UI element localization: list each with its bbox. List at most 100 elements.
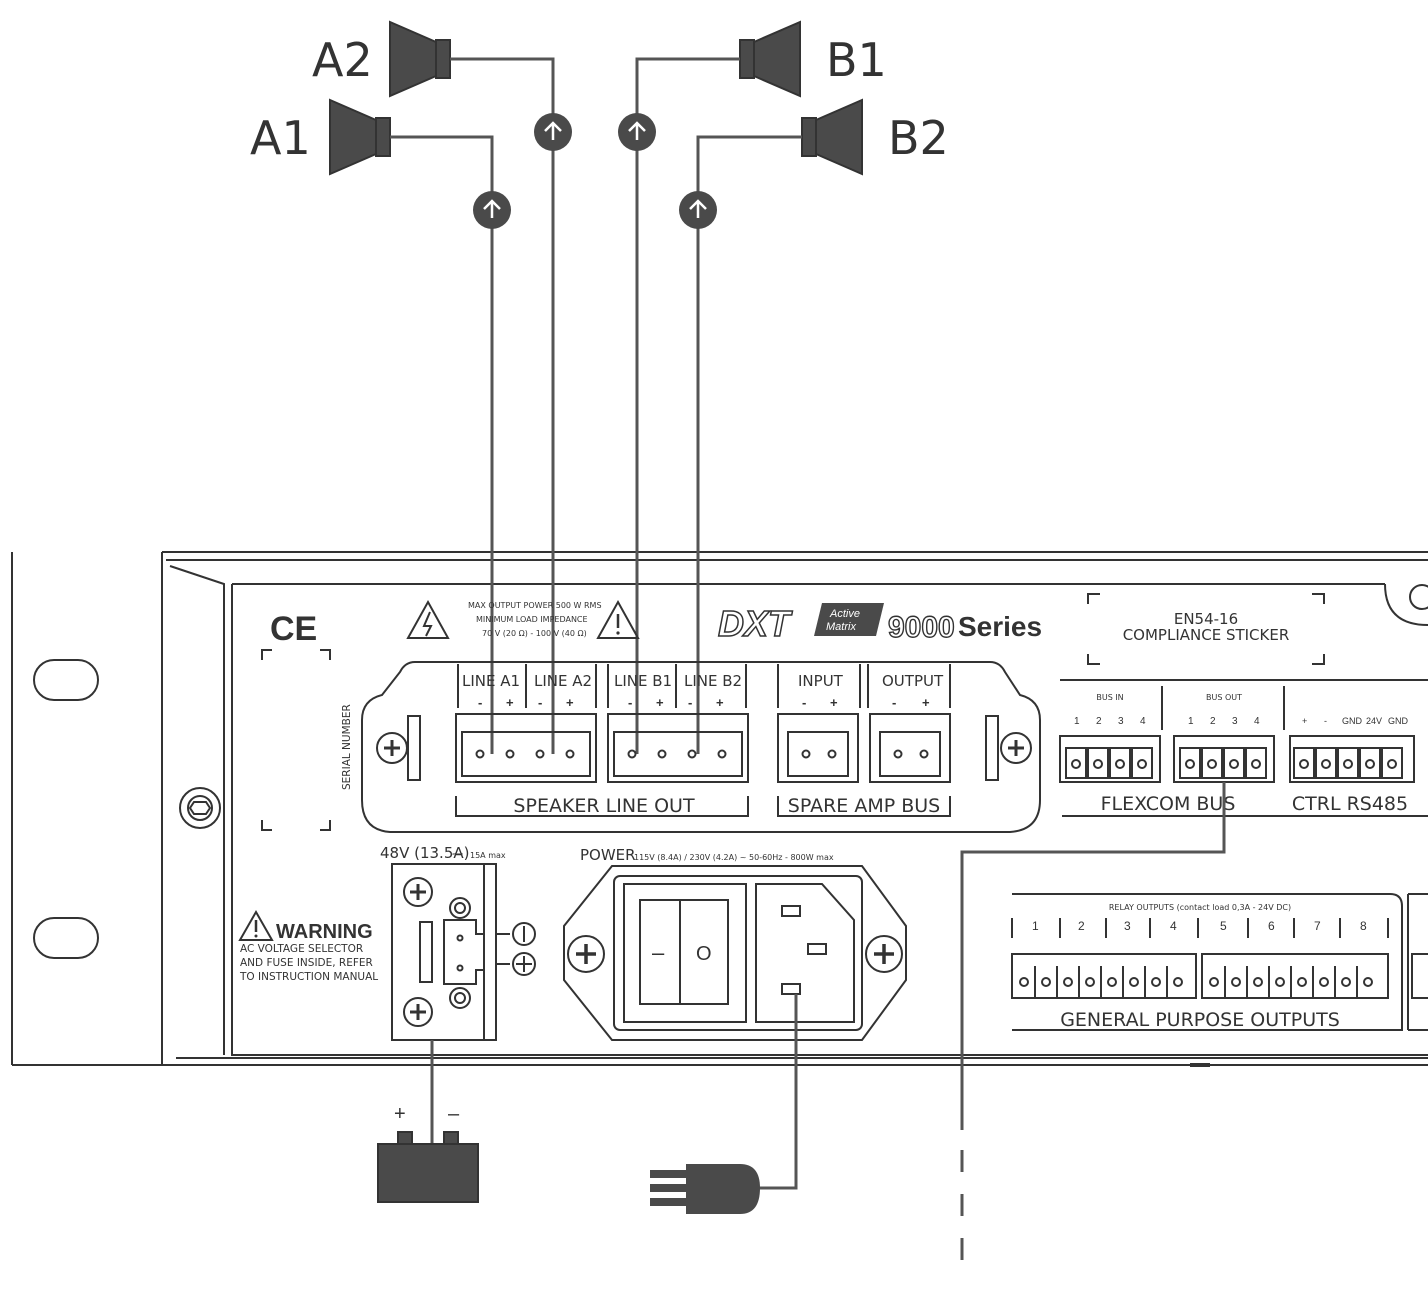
speaker-b-terminal-block[interactable] [607,713,749,783]
sticker-line2: COMPLIANCE STICKER [1123,626,1290,644]
svg-text:3: 3 [1232,716,1238,727]
svg-text:+: + [656,695,664,710]
spare-input-terminal[interactable] [777,713,859,783]
rack-screw [179,787,221,829]
svg-text:7: 7 [1314,919,1321,933]
power-spec-line3: 70 V (20 Ω) - 100 V (40 Ω) [482,629,587,638]
plate-screw-right [985,715,1032,781]
svg-text:2: 2 [1210,716,1216,727]
power-spec-line1: MAX OUTPUT POWER 500 W RMS [468,601,602,610]
mains-screw-right [865,935,903,973]
svg-text:-: - [478,695,482,710]
dc-terminal[interactable] [443,897,485,1009]
dc-input-label: 48V (13.5A) [380,844,469,862]
svg-text:+: + [1302,716,1307,726]
cable-b1 [635,57,740,754]
serial-number-label: SERIAL NUMBER [341,704,353,790]
dc-polarity-symbols [496,922,536,976]
mains-plate [563,865,907,1041]
svg-text:3: 3 [1118,716,1124,727]
line-b1-label: LINE B1 [614,672,672,690]
warning-title: WARNING [276,921,373,943]
speaker-b2 [801,98,863,176]
connector-plate [361,661,1041,833]
battery-minus: – [448,1103,460,1125]
svg-text:6: 6 [1268,919,1275,933]
svg-text:5: 5 [1220,919,1227,933]
series-number: 9000 [888,611,955,644]
svg-text:1: 1 [1188,716,1194,727]
svg-text:1: 1 [1032,919,1039,933]
serial-number-frame [261,649,331,831]
mains-screw-left [567,935,605,973]
flexcom-panel [1060,679,1428,817]
brand-logo: DXT [718,603,793,644]
speaker-a2 [389,20,451,98]
speaker-b2-label: B2 [888,111,949,165]
svg-text:-: - [1324,716,1327,726]
power-title: POWER [580,846,636,864]
spare-output-terminal[interactable] [869,713,951,783]
plate-screw-left [376,715,421,781]
warning-line2: AND FUSE INSIDE, REFER [240,957,373,969]
svg-text:4: 4 [1140,716,1146,727]
badge-line1: Active [829,608,860,620]
svg-text:+: + [922,695,930,710]
iec-inlet[interactable] [755,883,855,1023]
chassis-outline [162,551,1428,1067]
line-b2-label: LINE B2 [684,672,742,690]
speaker-b1-label: B1 [826,33,887,87]
rack-slot-bottom [33,917,99,959]
svg-text:-: - [802,695,806,710]
dc-fuse [419,921,433,983]
ctrl-rs485-label: CTRL RS485 [1292,793,1408,815]
cable-a2 [450,57,555,754]
svg-text:+: + [830,695,838,710]
dc-screw-bottom [403,997,433,1027]
warning-line3: TO INSTRUCTION MANUAL [239,971,378,983]
line-a2-label: LINE A2 [534,672,592,690]
bus-out-terminal[interactable] [1173,735,1275,783]
group-brackets [455,796,951,817]
svg-text:2: 2 [1096,716,1102,727]
arrow-up-icon [679,191,717,229]
svg-text:4: 4 [1170,919,1177,933]
relay-title: RELAY OUTPUTS (contact load 0,3A - 24V D… [1109,903,1291,912]
bus-in-terminal[interactable] [1059,735,1161,783]
general-purpose-outputs-label: GENERAL PURPOSE OUTPUTS [1060,1009,1340,1031]
cable-b2 [696,135,802,754]
switch-on-mark: O [696,943,712,965]
dc-symbol: ⎓ [452,845,463,861]
caution-icon [596,599,640,639]
arrow-up-icon [534,113,572,151]
dc-screw-top [403,877,433,907]
relay-terminal-5-8[interactable] [1201,953,1389,999]
line-a1-label: LINE A1 [462,672,520,690]
active-matrix-badge: Active Matrix [814,603,884,636]
svg-text:4: 4 [1254,716,1260,727]
flexcom-bus-label: FLEXCOM BUS [1101,793,1236,815]
svg-text:+: + [566,695,574,710]
speaker-a1-label: A1 [250,111,311,165]
svg-text:GND: GND [1342,716,1363,726]
flexcom-cable [960,782,1226,1280]
svg-text:2: 2 [1078,919,1085,933]
polarity-marks: - + - + - + - + - + - + [478,695,930,710]
lightning-warning-icon [406,599,450,639]
relay-terminal-extra[interactable] [1411,953,1428,999]
rack-slot-top [33,659,99,701]
switch-off-mark: – [652,940,665,965]
speaker-a-terminal-block[interactable] [455,713,597,783]
mains-plug-icon [650,1164,760,1214]
speaker-cables [390,57,802,754]
battery-icon [377,1131,479,1203]
badge-line2: Matrix [826,621,856,633]
input-label: INPUT [798,672,844,690]
battery-plus: + [394,1103,406,1125]
power-switch[interactable] [623,883,747,1023]
ctrl-rs485-terminal[interactable] [1289,735,1415,783]
spare-amp-bus-label: SPARE AMP BUS [788,795,940,817]
speaker-b1 [739,20,801,98]
svg-text:-: - [892,695,896,710]
relay-terminal-1-4[interactable] [1011,953,1197,999]
